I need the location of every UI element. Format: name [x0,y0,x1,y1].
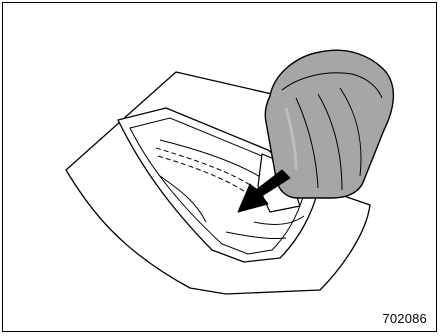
figure-id-label: 702086 [382,311,427,326]
